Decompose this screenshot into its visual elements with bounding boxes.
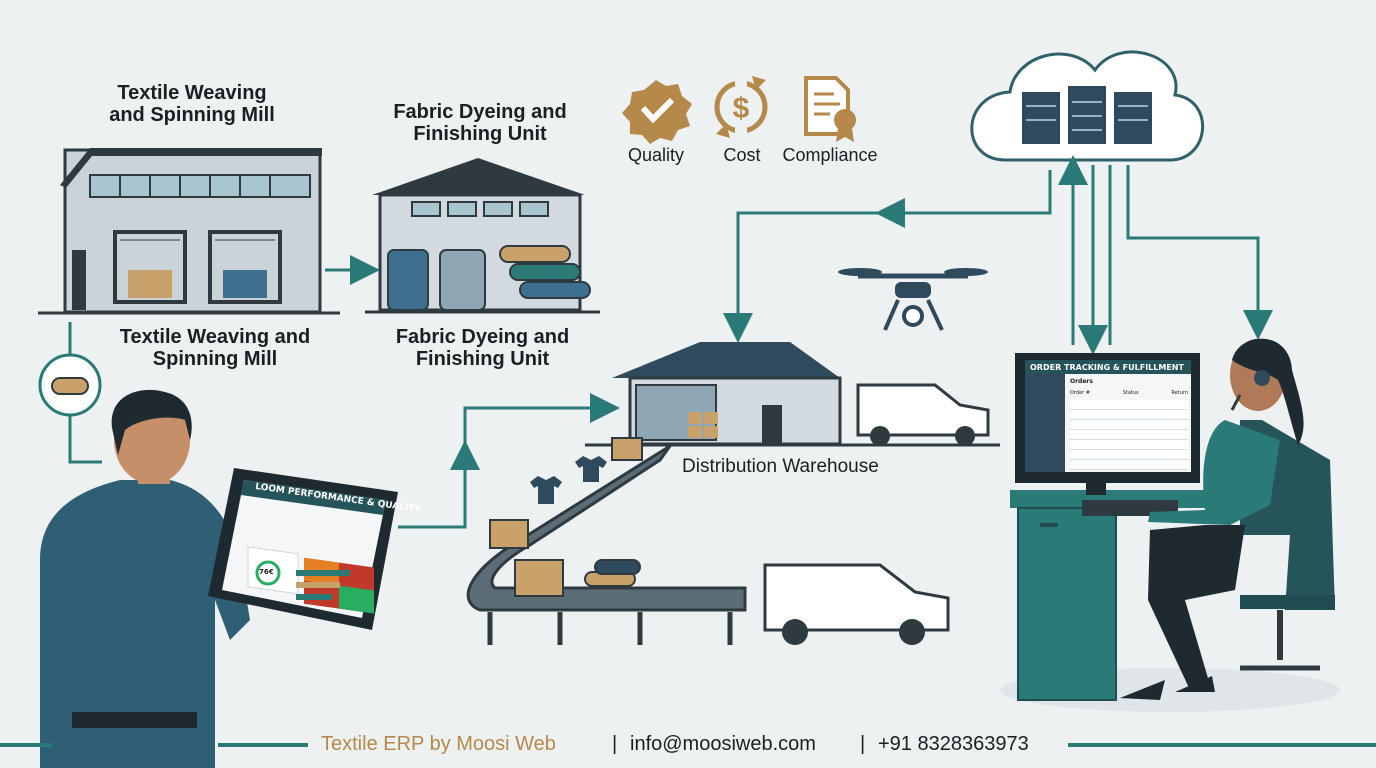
mill-bottom-line-1: Textile Weaving and: [119, 326, 311, 348]
monitor-table-rows: [1070, 400, 1188, 470]
monitor-section: Orders: [1070, 378, 1093, 385]
dye-top-line-1: Fabric Dyeing and: [393, 101, 567, 123]
quality-label: Quality: [627, 145, 685, 165]
dye-top-label: Fabric Dyeing and Finishing Unit: [380, 101, 580, 145]
mill-bottom-line-2: Spinning Mill: [152, 348, 278, 370]
dye-bottom-line-1: Fabric Dyeing and: [395, 326, 570, 348]
dye-bottom-line-2: Finishing Unit: [415, 348, 550, 370]
compliance-label: Compliance: [782, 145, 878, 165]
svg-text:$: $: [733, 92, 750, 125]
cloud-server: [970, 50, 1204, 162]
footer-separator-2: |: [860, 733, 866, 755]
mill-top-label: Textile Weaving and Spinning Mill: [92, 82, 292, 126]
monitor-title: ORDER TRACKING & FULFILLMENT: [1030, 363, 1184, 372]
dyeing-unit-building: [365, 158, 600, 314]
mill-top-line-1: Textile Weaving: [117, 82, 267, 104]
office-desk: [1000, 482, 1340, 712]
drone: [838, 268, 988, 331]
footer-brand: Textile ERP by Moosi Web: [321, 733, 556, 755]
certificate-icon: [804, 76, 856, 142]
weaving-mill-building: [38, 148, 340, 315]
tablet-device: [208, 468, 398, 630]
badge-check-icon: [622, 80, 692, 144]
column-return: Return: [1171, 390, 1188, 396]
dye-bottom-label: Fabric Dyeing and Finishing Unit: [380, 326, 585, 370]
tablet-gauge-value: 76€: [259, 568, 274, 576]
dollar-cycle-icon: $: [714, 76, 768, 138]
mill-top-line-2: and Spinning Mill: [109, 104, 275, 126]
footer-email[interactable]: info@moosiweb.com: [630, 733, 816, 755]
conveyor-belt: [466, 437, 747, 645]
footer-separator-1: |: [612, 733, 618, 755]
mill-bottom-label: Textile Weaving and Spinning Mill: [100, 326, 330, 370]
distribution-warehouse: [585, 342, 1000, 447]
cost-label: Cost: [723, 145, 761, 165]
column-order: Order #: [1070, 390, 1090, 396]
column-status: Status: [1122, 390, 1139, 396]
monitor-table-header: Order # Status Return: [1070, 390, 1188, 396]
woman-operator: [1120, 338, 1335, 700]
delivery-van-top: [856, 383, 990, 446]
footer-phone[interactable]: +91 8328363973: [878, 733, 1029, 755]
warehouse-label: Distribution Warehouse: [682, 456, 879, 477]
dye-top-line-2: Finishing Unit: [413, 123, 547, 145]
delivery-van-bottom: [763, 563, 950, 645]
